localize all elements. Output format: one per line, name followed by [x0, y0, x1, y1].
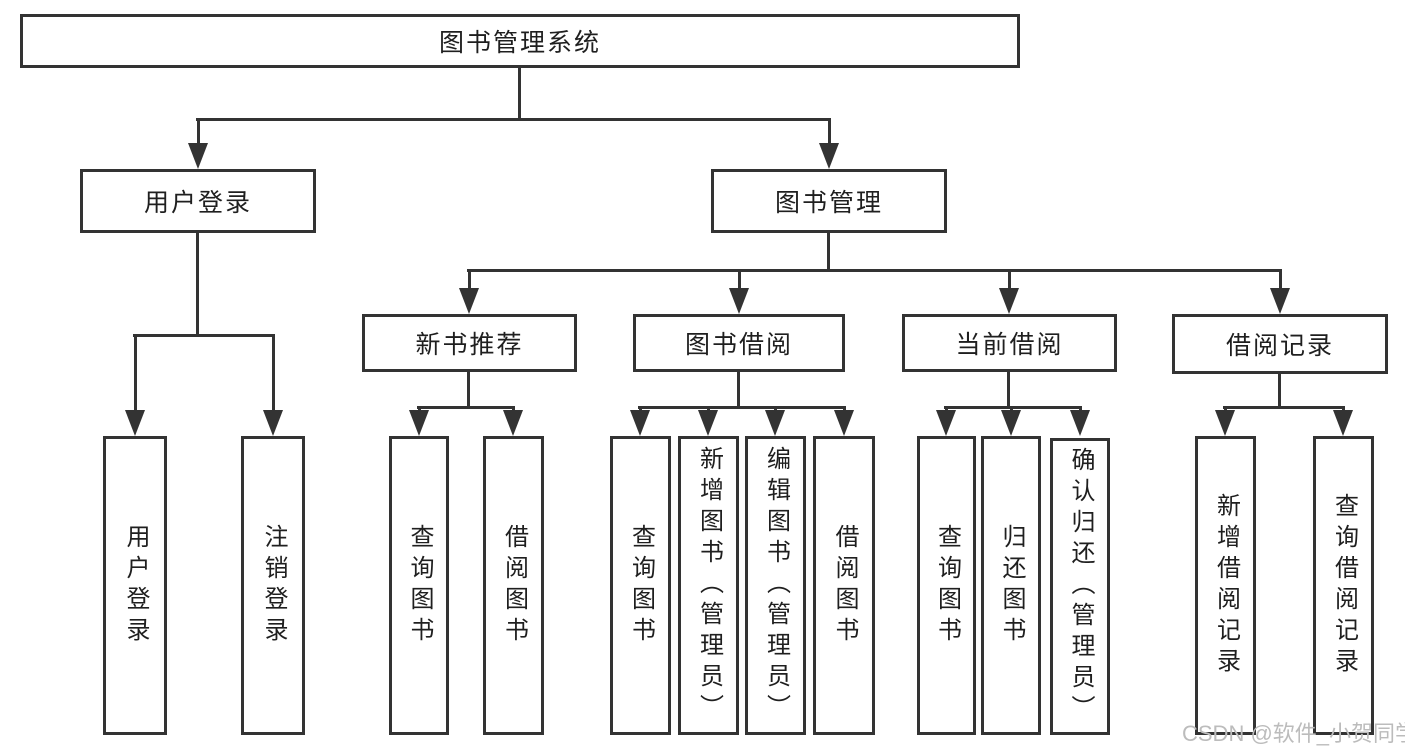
node-root-label: 图书管理系统 — [438, 29, 601, 57]
leaf-edit-book-admin-label: 编辑图书（管理员） — [762, 446, 790, 725]
arrowhead-icon — [503, 410, 523, 436]
leaf-query-books-recommend-label: 查询图书 — [406, 523, 433, 648]
node-current-borrowing: 当前借阅 — [902, 314, 1117, 372]
arrowhead-icon — [1001, 410, 1021, 436]
connector-line — [827, 233, 830, 271]
arrowhead-icon — [263, 410, 283, 436]
node-user-login: 用户登录 — [80, 169, 316, 233]
leaf-edit-book-admin: 编辑图书（管理员） — [745, 436, 806, 735]
leaf-query-borrow-record-label: 查询借阅记录 — [1330, 492, 1358, 679]
node-borrowing-records: 借阅记录 — [1172, 314, 1388, 374]
arrowhead-icon — [1215, 410, 1235, 436]
connector-line — [1008, 269, 1011, 290]
arrowhead-icon — [698, 410, 718, 436]
connector-line — [196, 233, 199, 336]
connector-line — [1278, 374, 1281, 408]
arrowhead-icon — [409, 410, 429, 436]
connector-line — [467, 372, 470, 408]
node-user-login-label: 用户登录 — [143, 189, 252, 217]
leaf-borrow-books-recommend: 借阅图书 — [483, 436, 544, 735]
arrowhead-icon — [630, 410, 650, 436]
connector-line — [738, 269, 741, 290]
node-borrowing-records-label: 借阅记录 — [1225, 332, 1334, 360]
connector-line — [518, 68, 521, 120]
node-new-book-recommendation-label: 新书推荐 — [415, 331, 524, 359]
arrowhead-icon — [999, 288, 1019, 314]
leaf-user-login: 用户登录 — [103, 436, 167, 735]
arrowhead-icon — [729, 288, 749, 314]
node-book-borrowing: 图书借阅 — [633, 314, 845, 372]
connector-line — [468, 269, 471, 290]
leaf-add-book-admin-label: 新增图书（管理员） — [695, 446, 723, 725]
connector-line — [196, 118, 831, 121]
leaf-logout-label: 注销登录 — [260, 523, 287, 648]
leaf-add-borrow-record-label: 新增借阅记录 — [1212, 492, 1240, 679]
leaf-confirm-return-admin: 确认归还（管理员） — [1050, 438, 1110, 735]
connector-line — [1279, 269, 1282, 290]
leaf-query-books-borrowing: 查询图书 — [610, 436, 671, 735]
node-new-book-recommendation: 新书推荐 — [362, 314, 577, 372]
node-book-management-label: 图书管理 — [774, 189, 883, 217]
arrowhead-icon — [819, 143, 839, 169]
leaf-return-books: 归还图书 — [981, 436, 1041, 735]
arrowhead-icon — [459, 288, 479, 314]
arrowhead-icon — [765, 410, 785, 436]
leaf-query-books-current: 查询图书 — [917, 436, 976, 735]
csdn-watermark: CSDN @软件_小贺同学 — [1182, 721, 1405, 746]
leaf-borrow-books-borrowing-label: 借阅图书 — [831, 523, 858, 648]
arrowhead-icon — [834, 410, 854, 436]
leaf-borrow-books-borrowing: 借阅图书 — [813, 436, 875, 735]
connector-line — [944, 406, 1082, 409]
connector-line — [737, 372, 740, 408]
connector-line — [272, 334, 275, 412]
arrowhead-icon — [1070, 410, 1090, 436]
node-book-borrowing-label: 图书借阅 — [684, 331, 793, 359]
node-book-management: 图书管理 — [711, 169, 947, 233]
leaf-confirm-return-admin-label: 确认归还（管理员） — [1067, 447, 1094, 726]
connector-line — [134, 334, 137, 412]
leaf-query-books-borrowing-label: 查询图书 — [627, 523, 655, 648]
node-root: 图书管理系统 — [20, 14, 1020, 68]
arrowhead-icon — [936, 410, 956, 436]
leaf-add-borrow-record: 新增借阅记录 — [1195, 436, 1256, 735]
arrowhead-icon — [1270, 288, 1290, 314]
connector-line — [197, 118, 200, 145]
connector-line — [467, 269, 1281, 272]
leaf-user-login-label: 用户登录 — [122, 523, 149, 648]
arrowhead-icon — [1333, 410, 1353, 436]
leaf-return-books-label: 归还图书 — [998, 523, 1025, 648]
leaf-borrow-books-recommend-label: 借阅图书 — [500, 523, 528, 648]
connector-line — [1007, 372, 1010, 408]
connector-line — [133, 334, 274, 337]
leaf-add-book-admin: 新增图书（管理员） — [678, 436, 739, 735]
arrowhead-icon — [125, 410, 145, 436]
connector-line — [828, 118, 831, 145]
connector-line — [417, 406, 515, 409]
arrowhead-icon — [188, 143, 208, 169]
leaf-query-books-recommend: 查询图书 — [389, 436, 449, 735]
leaf-logout: 注销登录 — [241, 436, 305, 735]
connector-line — [1223, 406, 1345, 409]
connector-line — [638, 406, 846, 409]
leaf-query-borrow-record: 查询借阅记录 — [1313, 436, 1374, 735]
node-current-borrowing-label: 当前借阅 — [955, 331, 1064, 359]
leaf-query-books-current-label: 查询图书 — [933, 523, 961, 648]
